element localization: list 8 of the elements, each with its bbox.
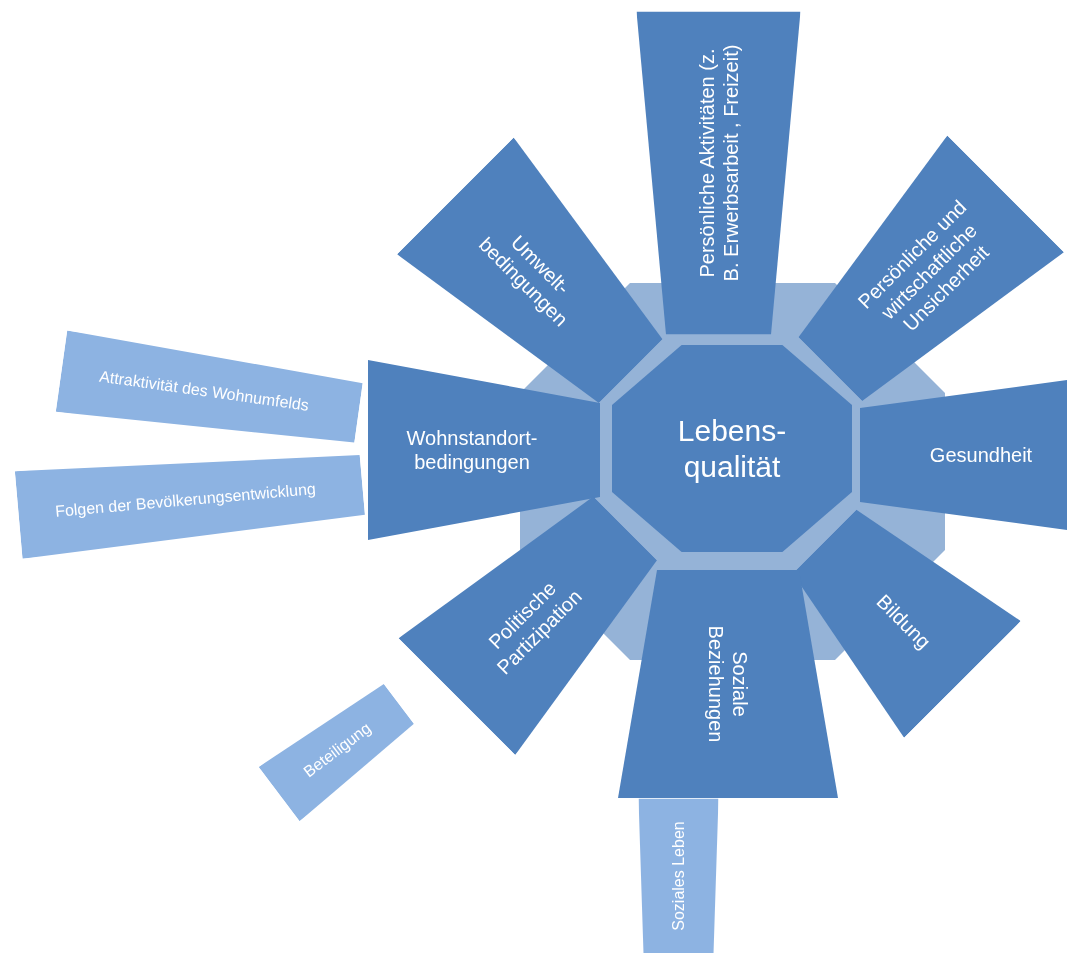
spoke-label: Lebens- qualität	[676, 412, 788, 485]
spoke-label: Wohnstandort- bedingungen	[405, 426, 539, 474]
spoke-label: Soziales Leben	[668, 821, 688, 931]
spoke-label: Gesundheit	[929, 443, 1033, 467]
spoke-label: Folgen der Bevölkerungsentwicklung	[53, 479, 317, 522]
spoke-label: Attraktivität des Wohnumfelds	[98, 366, 311, 416]
spoke-label: Persönliche Aktivitäten (z. B. Erwerbsarbeit , Freizeit)	[694, 43, 742, 283]
spoke-label: Soziale Beziehungen	[704, 624, 752, 745]
